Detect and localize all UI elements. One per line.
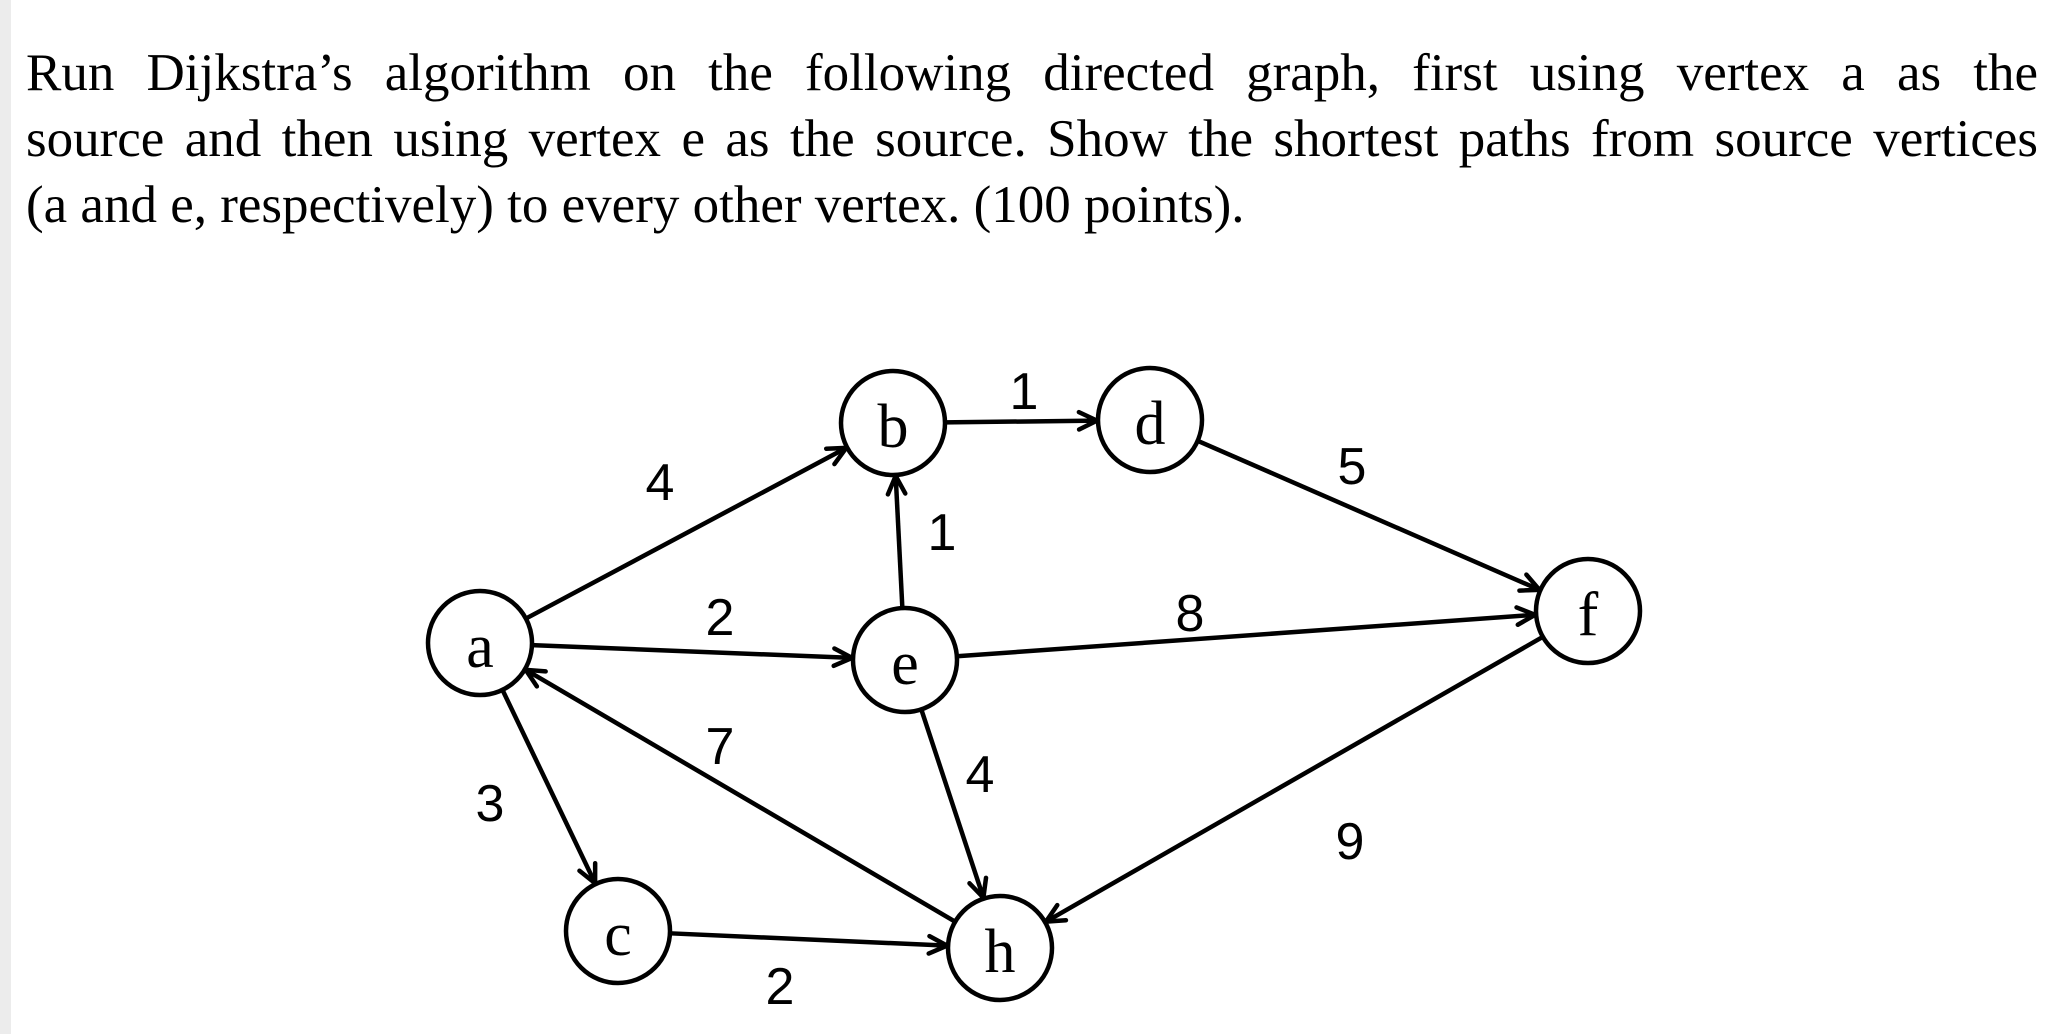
- edge-e-h: 4: [919, 708, 995, 900]
- node-f: f: [1533, 556, 1643, 666]
- edge-line-f-h: [1044, 634, 1545, 924]
- question-line-3: (a and e, respectively) to every other v…: [26, 176, 1245, 234]
- node-label-b: b: [878, 393, 909, 461]
- edge-weight-e-b: 1: [928, 504, 957, 562]
- node-label-h: h: [985, 918, 1016, 986]
- edge-line-a-b: [524, 445, 848, 621]
- nodes-layer: a b c d e f h: [425, 365, 1643, 1003]
- edge-weight-d-f: 5: [1338, 438, 1367, 496]
- edge-line-e-f: [956, 612, 1536, 659]
- edge-weight-h-a: 7: [706, 718, 735, 776]
- edge-line-e-h: [919, 708, 986, 899]
- edge-a-b: 4: [524, 445, 849, 621]
- node-circle-f: [1533, 556, 1643, 666]
- edge-weight-a-b: 4: [646, 454, 675, 512]
- question-line-1: Run Dijkstra’s algorithm on the followin…: [26, 44, 2038, 102]
- edge-line-b-d: [944, 418, 1098, 425]
- edge-e-b: 1: [885, 473, 957, 609]
- edge-weight-a-e: 2: [706, 589, 735, 647]
- node-label-c: c: [604, 901, 632, 969]
- edge-e-f: 8: [956, 585, 1538, 659]
- node-circle-e: [850, 605, 960, 715]
- node-c: c: [563, 876, 673, 986]
- edge-b-d: 1: [944, 363, 1100, 432]
- node-circle-h: [945, 893, 1055, 1003]
- node-h: h: [945, 893, 1055, 1003]
- question-text: Run Dijkstra’s algorithm on the followin…: [26, 40, 2038, 238]
- edge-line-e-b: [893, 475, 905, 609]
- edge-weight-f-h: 9: [1336, 813, 1365, 871]
- question-line-2: source and then using vertex e as the so…: [26, 110, 2038, 168]
- node-circle-b: [838, 368, 948, 478]
- node-label-d: d: [1135, 390, 1166, 458]
- edge-weight-c-h: 2: [766, 958, 795, 1016]
- edge-weight-e-f: 8: [1176, 585, 1205, 643]
- node-label-e: e: [891, 630, 919, 698]
- node-a: a: [425, 588, 535, 698]
- node-d: d: [1095, 365, 1205, 475]
- edge-weight-e-h: 4: [966, 746, 995, 804]
- node-circle-c: [563, 876, 673, 986]
- edge-line-c-h: [669, 931, 948, 948]
- edge-h-a: 7: [523, 667, 957, 924]
- edge-a-c: 3: [476, 688, 598, 886]
- edge-d-f: 5: [1196, 438, 1542, 593]
- edge-weight-b-d: 1: [1010, 363, 1039, 421]
- node-circle-d: [1095, 365, 1205, 475]
- edge-line-a-e: [531, 642, 853, 661]
- edge-f-h: 9: [1043, 634, 1545, 924]
- node-b: b: [838, 368, 948, 478]
- node-label-a: a: [466, 613, 494, 681]
- node-label-f: f: [1578, 581, 1599, 649]
- edges-layer: 4 2 3 1 1 5 8 7 4 9 2: [476, 363, 1545, 1016]
- edge-line-d-f: [1196, 438, 1541, 592]
- edge-c-h: 2: [669, 931, 950, 1016]
- node-circle-a: [425, 588, 535, 698]
- edge-line-a-c: [500, 688, 598, 885]
- edge-weight-a-c: 3: [476, 775, 505, 833]
- edge-a-e: 2: [531, 589, 855, 669]
- edge-line-h-a: [524, 667, 957, 924]
- page-edge: [0, 0, 11, 1034]
- node-e: e: [850, 605, 960, 715]
